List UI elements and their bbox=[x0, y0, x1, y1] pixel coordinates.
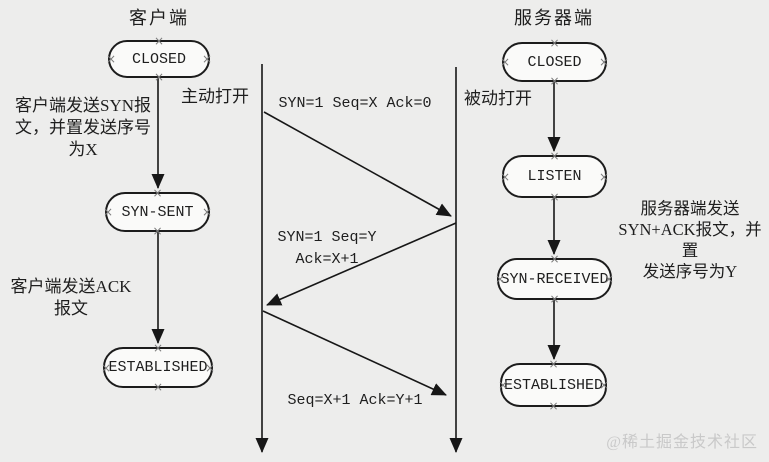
server-synack-note-line2: SYN+ACK报文，并置 bbox=[618, 220, 762, 260]
anchor-icon: × bbox=[549, 292, 560, 306]
server-synack-note-line3: 发送序号为Y bbox=[642, 262, 738, 281]
anchor-icon: × bbox=[152, 186, 163, 200]
state-node-client-closed: × × × × CLOSED bbox=[106, 35, 212, 83]
synack-message-arrow bbox=[266, 222, 457, 306]
anchor-icon: × bbox=[153, 34, 165, 48]
anchor-icon: × bbox=[549, 190, 560, 204]
anchor-icon: × bbox=[101, 360, 112, 375]
anchor-icon: × bbox=[152, 380, 164, 394]
server-synack-note-line1: 服务器端发送 bbox=[640, 199, 740, 218]
syn-message-arrow bbox=[263, 111, 452, 217]
state-node-server-listen: × × × × LISTEN bbox=[500, 150, 609, 203]
watermark: @稀土掘金技术社区 bbox=[606, 434, 758, 451]
active-open-label: 主动打开 bbox=[181, 87, 249, 106]
state-node-client-syn-sent: × × × × SYN-SENT bbox=[103, 187, 212, 237]
state-label: LISTEN bbox=[527, 168, 582, 185]
anchor-icon: × bbox=[598, 378, 609, 392]
state-label: ESTABLISHED bbox=[503, 376, 604, 394]
anchor-icon: × bbox=[500, 55, 511, 69]
anchor-icon: × bbox=[106, 52, 117, 66]
state-label: CLOSED bbox=[527, 53, 582, 71]
anchor-icon: × bbox=[549, 36, 560, 50]
state-node-client-established: × × × × ESTABLISHED bbox=[101, 342, 215, 393]
client-syn-note-line2: 文，并置发送序号 bbox=[15, 118, 151, 137]
state-label: ESTABLISHED bbox=[108, 359, 208, 376]
synack-message-label: SYN=1 Seq=Y Ack=X+1 bbox=[262, 227, 392, 271]
anchor-icon: × bbox=[549, 149, 560, 163]
server-column-title: 服务器端 bbox=[514, 8, 594, 28]
state-node-server-syn-received: × × × × SYN-RECEIVED bbox=[495, 253, 614, 305]
state-label: CLOSED bbox=[131, 50, 186, 68]
anchor-icon: × bbox=[153, 70, 165, 84]
syn-message-label: SYN=1 Seq=X Ack=0 bbox=[278, 95, 432, 112]
anchor-icon: × bbox=[549, 74, 560, 88]
anchor-icon: × bbox=[204, 360, 215, 375]
anchor-icon: × bbox=[495, 272, 506, 286]
anchor-icon: × bbox=[152, 341, 164, 355]
anchor-icon: × bbox=[201, 205, 212, 219]
client-syn-note-line3: 为X bbox=[68, 140, 98, 159]
anchor-icon: × bbox=[548, 399, 559, 413]
anchor-icon: × bbox=[603, 272, 614, 286]
client-column-title: 客户端 bbox=[129, 8, 189, 28]
anchor-icon: × bbox=[201, 52, 212, 66]
ack-message-arrow bbox=[262, 310, 447, 396]
state-node-server-closed: × × × × CLOSED bbox=[500, 37, 609, 87]
anchor-icon: × bbox=[598, 169, 609, 184]
state-label: SYN-SENT bbox=[121, 203, 194, 221]
ack-message-label: Seq=X+1 Ack=Y+1 bbox=[287, 392, 423, 409]
client-ack-note-line2: 报文 bbox=[54, 299, 88, 318]
state-label: SYN-RECEIVED bbox=[500, 270, 609, 288]
client-syn-note: 客户端发送SYN报 文，并置发送序号 为X bbox=[2, 95, 164, 161]
synack-message-line2: Ack=X+1 bbox=[295, 251, 359, 268]
anchor-icon: × bbox=[500, 169, 511, 184]
synack-message-line1: SYN=1 Seq=Y bbox=[277, 229, 377, 246]
state-node-server-established: × × × × ESTABLISHED bbox=[498, 358, 609, 412]
client-ack-note-line1: 客户端发送ACK bbox=[10, 277, 132, 296]
anchor-icon: × bbox=[598, 55, 609, 69]
anchor-icon: × bbox=[498, 378, 509, 392]
client-syn-note-line1: 客户端发送SYN报 bbox=[14, 96, 151, 115]
anchor-icon: × bbox=[103, 205, 114, 219]
passive-open-label: 被动打开 bbox=[464, 89, 532, 108]
client-ack-note: 客户端发送ACK 报文 bbox=[4, 276, 138, 320]
anchor-icon: × bbox=[152, 224, 163, 238]
anchor-icon: × bbox=[548, 357, 559, 371]
anchor-icon: × bbox=[549, 252, 560, 266]
server-synack-note: 服务器端发送 SYN+ACK报文，并置 发送序号为Y bbox=[614, 198, 766, 282]
